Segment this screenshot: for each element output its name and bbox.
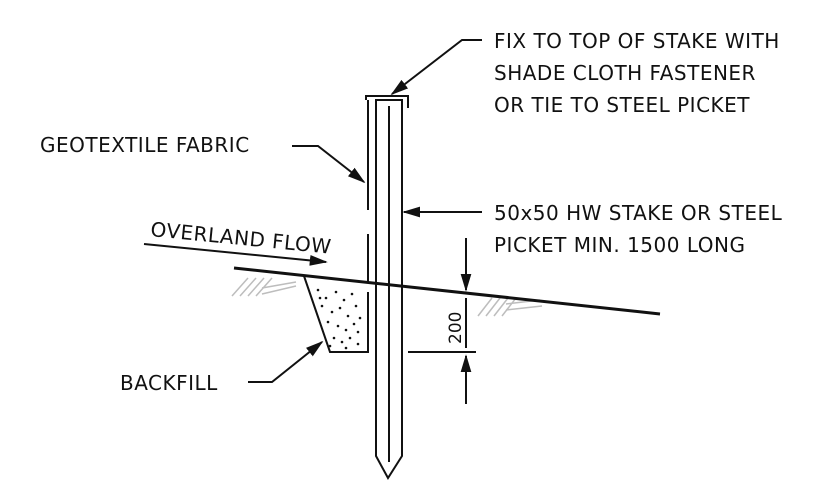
geotextile-label: GEOTEXTILE FABRIC	[40, 133, 250, 157]
dimension-200	[408, 238, 476, 404]
dimension-200-label: 200	[446, 312, 466, 344]
geotextile-leader-arrow	[292, 145, 366, 184]
stake-label-line1: 50x50 HW STAKE OR STEEL	[494, 201, 783, 225]
backfill-label: BACKFILL	[120, 371, 218, 395]
ground-hatch-left	[231, 277, 297, 297]
geotextile-fabric	[365, 95, 409, 352]
ground-hatch-right	[477, 297, 543, 317]
backfill-dots	[316, 288, 362, 350]
ground-line	[233, 266, 661, 316]
fix-label-line1: FIX TO TOP OF STAKE WITH	[494, 29, 780, 53]
stake-label-line2: PICKET MIN. 1500 LONG	[494, 233, 745, 257]
overland-flow-arrow	[143, 243, 328, 266]
stake	[375, 99, 403, 480]
backfill-trench	[303, 275, 369, 353]
overland-flow-label: OVERLAND FLOW	[150, 217, 333, 259]
fix-label-line2: SHADE CLOTH FASTENER	[494, 61, 756, 85]
fix-leader-arrow	[390, 39, 482, 96]
fix-label-line3: OR TIE TO STEEL PICKET	[494, 93, 750, 117]
backfill-leader-arrow	[248, 340, 324, 383]
